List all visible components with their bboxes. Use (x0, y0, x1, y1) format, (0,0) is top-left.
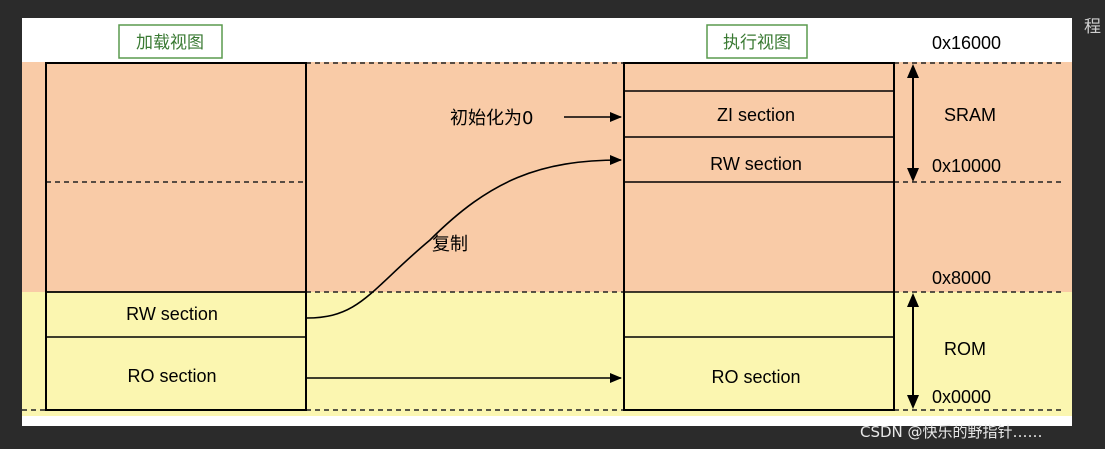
address-label-top: 0x16000 (932, 33, 1001, 53)
rom-span-arrow (907, 293, 919, 409)
load-view-column (45, 62, 307, 411)
sram-span-arrow (907, 64, 919, 182)
edge-text: 程 (1084, 17, 1101, 37)
sram-region-label: SRAM (944, 105, 996, 125)
load-ro-section-label: RO section (127, 366, 216, 386)
exec-view-title: 执行视图 (723, 33, 791, 53)
load-view-title-box (118, 24, 223, 59)
address-label-bottom: 0x0000 (932, 387, 991, 407)
copy-label: 复制 (432, 234, 468, 255)
sram-region-band (22, 62, 1072, 292)
exec-view-title-box (706, 24, 808, 59)
csdn-watermark: CSDN @快乐的野指针…… (860, 423, 1043, 441)
rom-region-label: ROM (944, 339, 986, 359)
init-zero-label: 初始化为0 (450, 108, 533, 129)
exec-ro-section-label: RO section (711, 367, 800, 387)
exec-rw-section-label: RW section (710, 154, 802, 174)
address-label-mid: 0x10000 (932, 156, 1001, 176)
exec-view-column (623, 62, 895, 411)
exec-zi-section-label: ZI section (717, 105, 795, 125)
copy-arrow (306, 155, 622, 319)
load-view-title: 加载视图 (136, 33, 204, 53)
address-dashed-lines (22, 62, 1062, 411)
address-label-rom-top: 0x8000 (932, 268, 991, 288)
load-rw-section-label: RW section (126, 304, 218, 324)
